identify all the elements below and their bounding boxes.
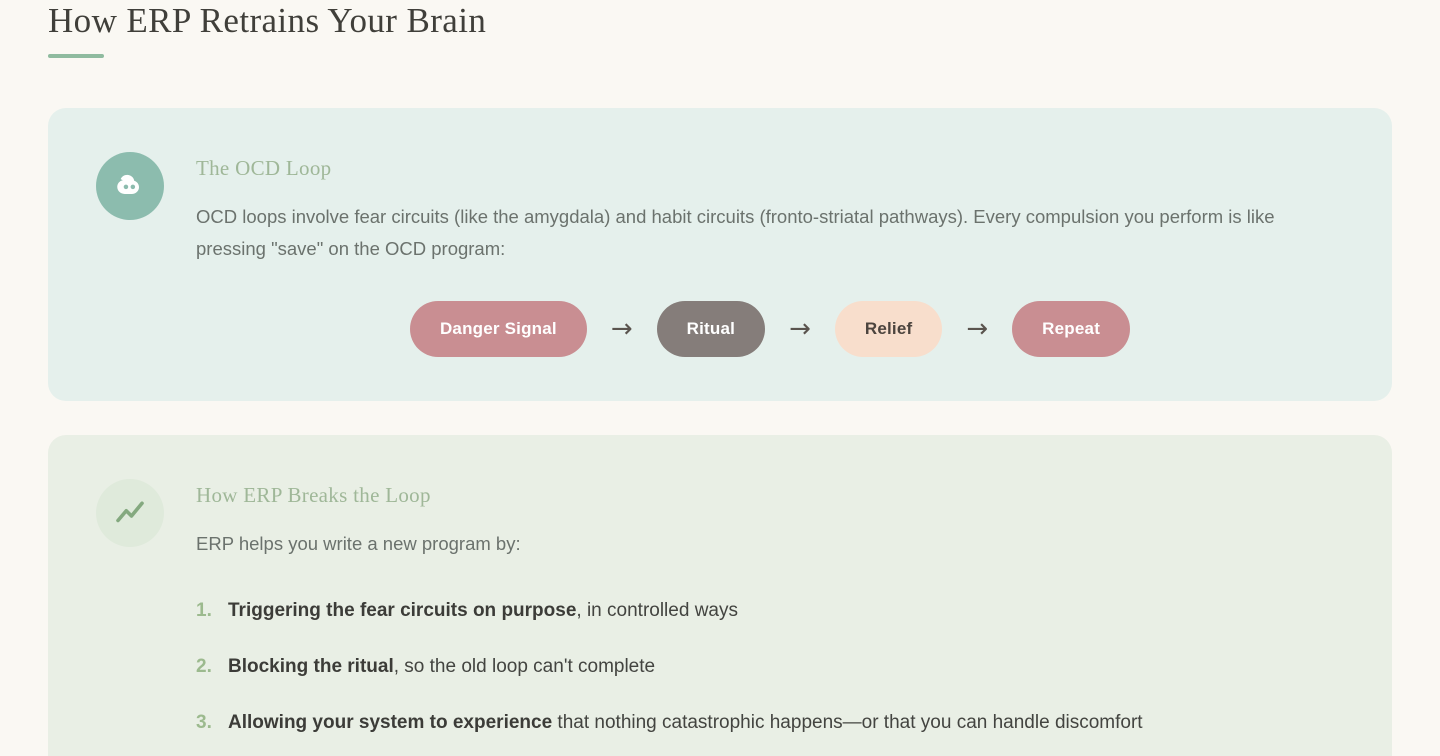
list-item: 2. Blocking the ritual, so the old loop … (196, 652, 1344, 682)
page-header: How ERP Retrains Your Brain (48, 0, 1392, 58)
list-item-bold: Allowing your system to experience (228, 712, 553, 733)
list-item: 3. Allowing your system to experience th… (196, 708, 1344, 738)
list-item-bold: Blocking the ritual (228, 656, 394, 677)
list-item-rest: , so the old loop can't complete (393, 656, 656, 677)
card-heading-erp-breaks-loop: How ERP Breaks the Loop (196, 483, 431, 507)
card-content: How ERP Breaks the Loop ERP helps you wr… (196, 479, 1344, 756)
list-number: 2. (196, 656, 212, 677)
list-item-text: Blocking the ritual, so the old loop can… (228, 652, 655, 682)
list-item-bold: Triggering the fear circuits on purpose (228, 600, 577, 621)
brain-icon (96, 152, 164, 220)
arrow-right-icon: → (966, 314, 989, 344)
card-heading-ocd-loop: The OCD Loop (196, 156, 332, 180)
list-item-rest: that nothing catastrophic happens—or tha… (552, 712, 1143, 733)
flow-step-relief: Relief (834, 301, 943, 357)
card-erp-breaks-loop: How ERP Breaks the Loop ERP helps you wr… (48, 435, 1392, 756)
page-title: How ERP Retrains Your Brain (48, 1, 487, 40)
arrow-right-icon: → (610, 314, 633, 344)
flow-step-repeat: Repeat (1012, 301, 1131, 357)
list-number: 1. (196, 600, 212, 621)
arrow-right-icon: → (789, 314, 811, 344)
flow-step-ritual: Ritual (656, 301, 766, 357)
flow-step-danger-signal: Danger Signal (409, 301, 587, 357)
erp-steps-list: 1. Triggering the fear circuits on purpo… (196, 596, 1344, 738)
ocd-loop-flow-diagram: Danger Signal → Ritual → Relief → Repeat (196, 301, 1344, 357)
list-number: 3. (196, 712, 212, 733)
title-underline (48, 54, 104, 58)
list-item-text: Triggering the fear circuits on purpose,… (228, 596, 738, 626)
card-intro-erp: ERP helps you write a new program by: (196, 533, 521, 554)
card-content: The OCD Loop OCD loops involve fear circ… (196, 152, 1344, 357)
card-ocd-loop: The OCD Loop OCD loops involve fear circ… (48, 108, 1392, 401)
list-item-text: Allowing your system to experience that … (228, 708, 1143, 738)
list-item: 1. Triggering the fear circuits on purpo… (196, 596, 1344, 626)
card-body-ocd-loop: OCD loops involve fear circuits (like th… (196, 206, 1275, 259)
list-item-rest: , in controlled ways (576, 600, 738, 621)
trend-up-icon (96, 479, 164, 547)
